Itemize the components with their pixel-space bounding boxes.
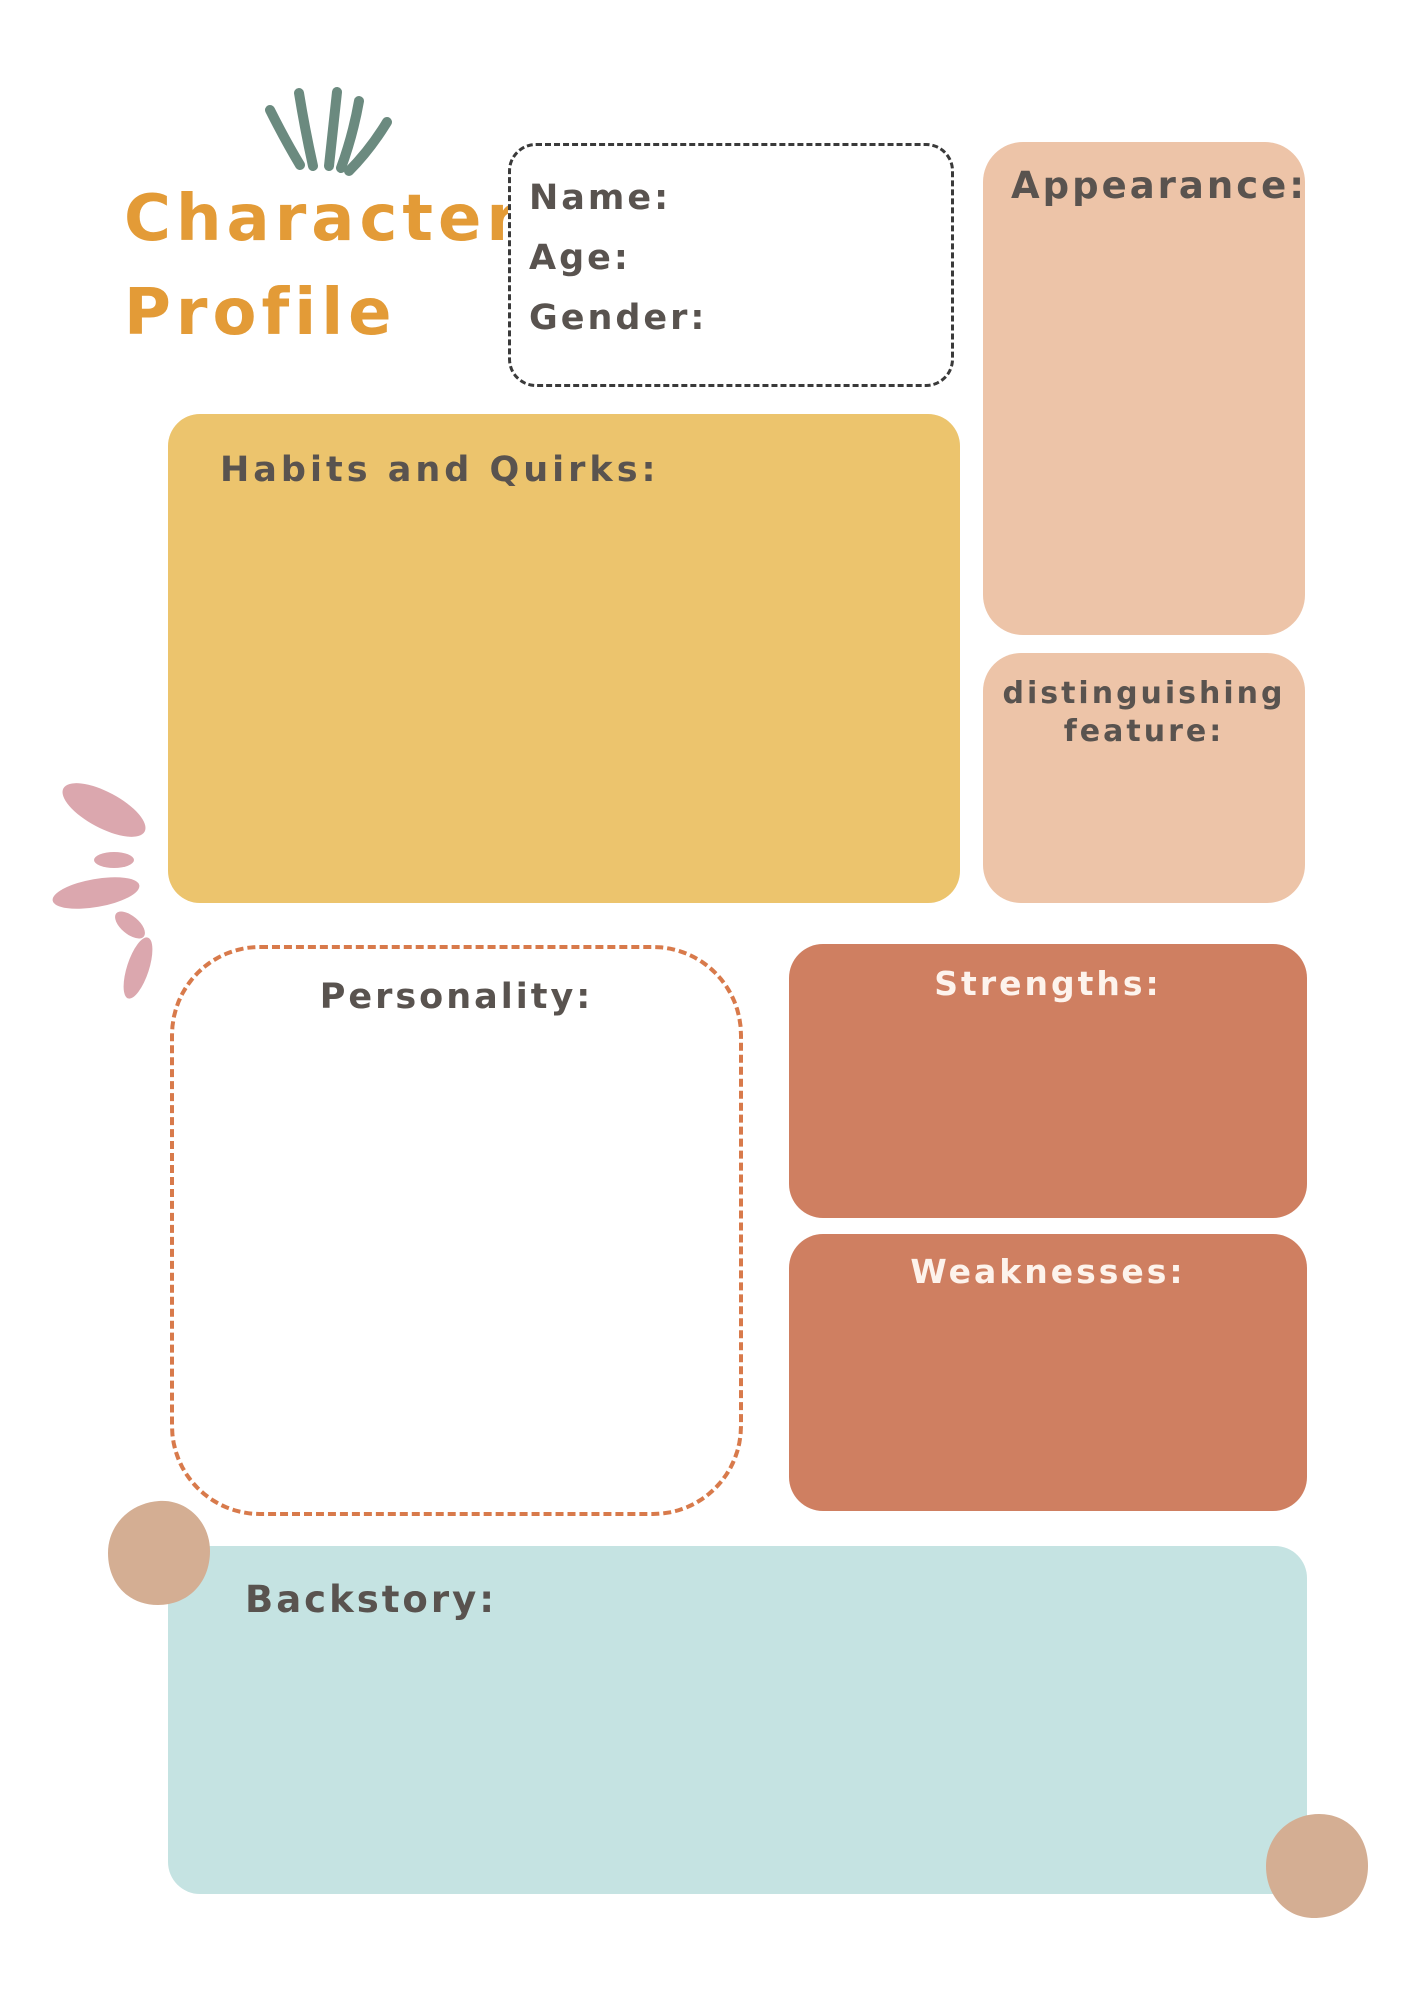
habits-and-quirks-box: Habits and Quirks: [168,414,960,903]
personality-label: Personality: [319,977,594,1017]
habits-and-quirks-label: Habits and Quirks: [220,450,660,490]
distinguishing-feature-label: distinguishing feature: [1002,676,1286,749]
distinguishing-feature-box: distinguishing feature: [983,653,1305,903]
page-title: Character Profile [124,172,523,360]
appearance-box: Appearance: [983,142,1305,635]
strengths-label: Strengths: [934,964,1162,1003]
appearance-label: Appearance: [1011,164,1308,207]
name-field-label: Name: [529,178,672,218]
backstory-box: Backstory: [168,1546,1307,1894]
leaf-sprig-icon [265,87,392,176]
identity-card: Name: Age: Gender: [508,143,954,387]
backstory-label: Backstory: [245,1578,497,1621]
personality-box: Personality: [170,945,743,1516]
strengths-box: Strengths: [789,944,1307,1218]
weaknesses-label: Weaknesses: [910,1252,1186,1291]
tan-dot-icon [1266,1814,1368,1918]
weaknesses-box: Weaknesses: [789,1234,1307,1511]
pink-burst-icon [52,783,153,999]
title-line-2: Profile [124,276,397,350]
title-line-1: Character [124,182,523,256]
gender-field-label: Gender: [529,298,708,338]
tan-dot-icon [108,1500,210,1605]
age-field-label: Age: [529,238,631,278]
